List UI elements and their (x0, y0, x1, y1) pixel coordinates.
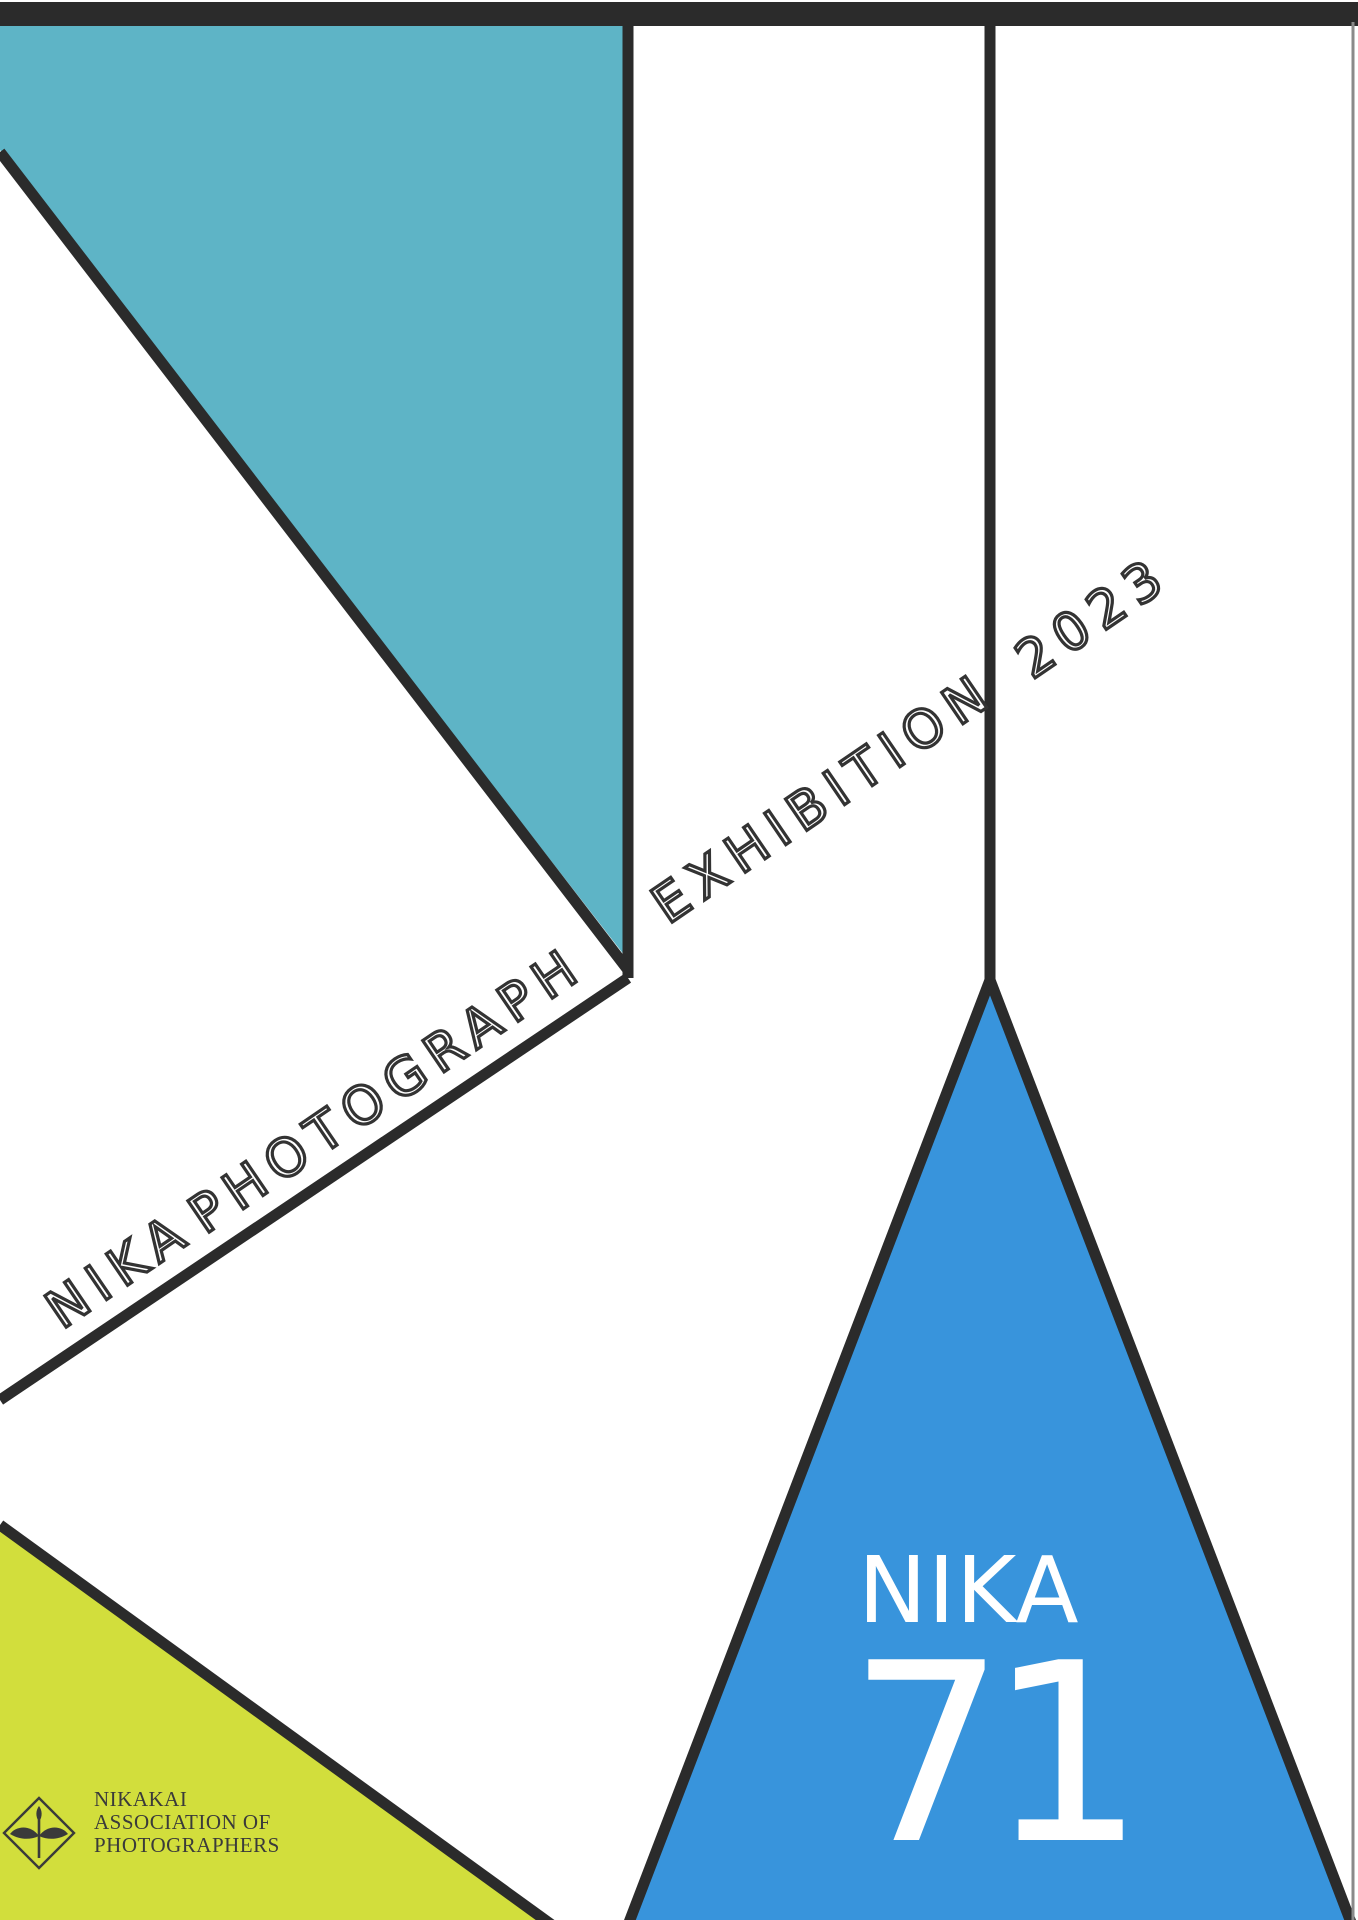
blue-right-edge (984, 978, 1356, 1920)
organization-name: NIKAKAI ASSOCIATION OF PHOTOGRAPHERS (94, 1788, 280, 1857)
headline-word-photograph: PHOTOGRAPH (179, 934, 596, 1245)
organization-line-1: NIKAKAI (94, 1787, 188, 1811)
center-diagonal-line (0, 973, 632, 1405)
blue-left-edge (624, 978, 996, 1920)
lime-top-edge (0, 1520, 555, 1920)
blue-triangle (632, 985, 1348, 1920)
badge-number: 71 (848, 1611, 1146, 1899)
teal-diagonal-line (0, 148, 633, 974)
organization-line-3: PHOTOGRAPHERS (94, 1833, 280, 1857)
badge-title: NIKA (858, 1537, 1080, 1644)
teal-triangle (0, 26, 628, 960)
headline-word-year: 2023 (1006, 544, 1182, 691)
organization-line-2: ASSOCIATION OF (94, 1810, 271, 1834)
headline-word-exhibition: EXHIBITION (642, 660, 1007, 935)
organization-logo: NIKAKAI ASSOCIATION OF PHOTOGRAPHERS (0, 1788, 360, 1898)
leaf-sprout-diamond-icon (2, 1796, 76, 1870)
